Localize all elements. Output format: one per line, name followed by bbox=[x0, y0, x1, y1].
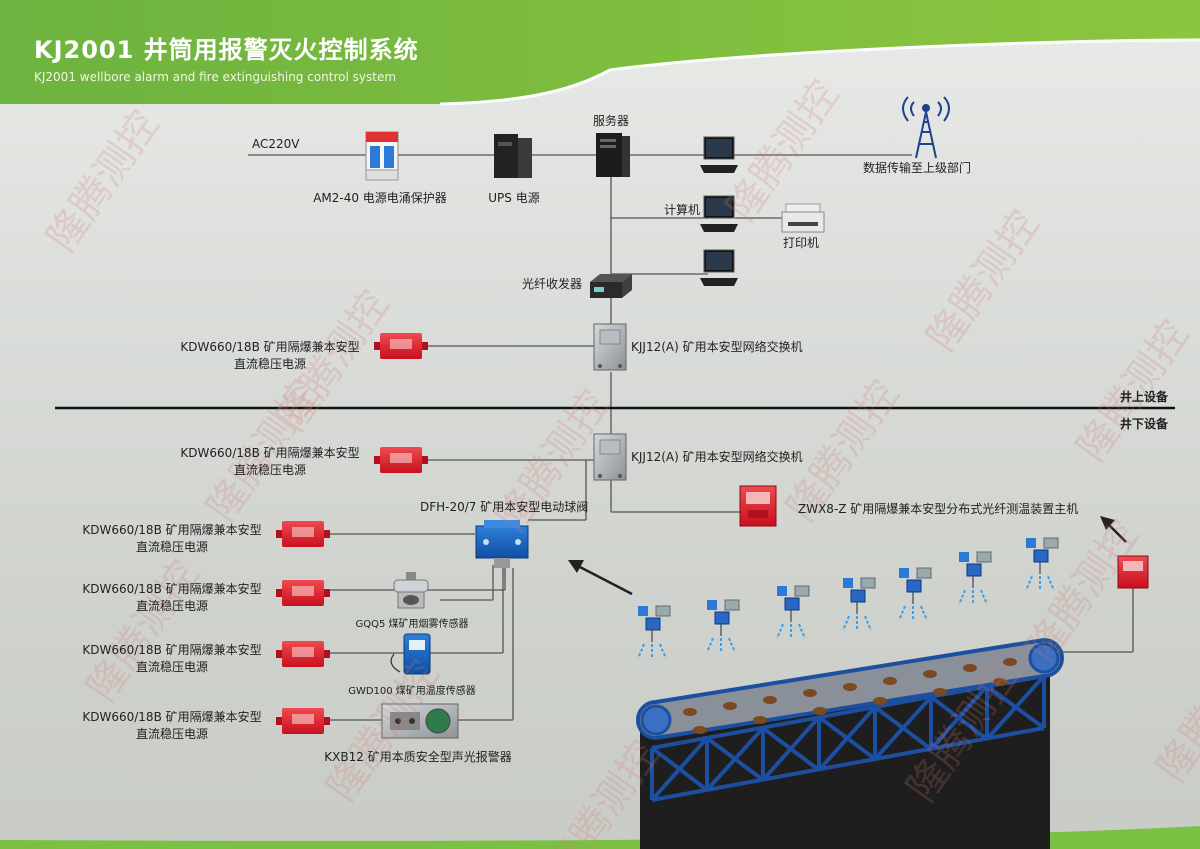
printer-label: 打印机 bbox=[782, 236, 820, 250]
smoke-sensor-label: GQQ5 煤矿用烟雾传感器 bbox=[355, 619, 469, 630]
power-supply-device-5 bbox=[276, 641, 330, 667]
fiber-converter-device bbox=[590, 274, 632, 298]
above-ground-label: 井上设备 bbox=[1120, 390, 1169, 404]
network-switch-bottom-device bbox=[593, 433, 627, 481]
spray-nozzle-4 bbox=[842, 577, 876, 631]
power5-label-line2: 直流稳压电源 bbox=[135, 660, 209, 674]
power3-label: KDW660/18B 矿用隔爆兼本安型 bbox=[82, 523, 262, 537]
ac-power-label: AC220V bbox=[252, 137, 300, 151]
computer-device-3 bbox=[700, 249, 738, 286]
surge-protector-device bbox=[365, 131, 399, 181]
ups-label: UPS 电源 bbox=[488, 191, 540, 205]
power1-label: KDW660/18B 矿用隔爆兼本安型 bbox=[180, 340, 360, 354]
switch-top-label: KJJ12(A) 矿用本安型网络交换机 bbox=[631, 340, 803, 354]
power3-label-line2: 直流稳压电源 bbox=[135, 540, 209, 554]
temperature-sensor-device bbox=[390, 633, 431, 675]
computer-device-2 bbox=[700, 195, 738, 232]
zwx-host-label: ZWX8-Z 矿用隔爆兼本安型分布式光纤测温装置主机 bbox=[798, 502, 1079, 516]
power-supply-device-4 bbox=[276, 580, 330, 606]
surge-protector-label: AM2-40 电源电涌保护器 bbox=[313, 191, 447, 205]
network-switch-top-device bbox=[593, 323, 627, 371]
spray-nozzle-6 bbox=[958, 551, 992, 605]
fiber-converter-label: 光纤收发器 bbox=[522, 277, 583, 291]
spray-nozzle-3 bbox=[776, 585, 810, 639]
power4-label-line2: 直流稳压电源 bbox=[135, 599, 209, 613]
power5-label: KDW660/18B 矿用隔爆兼本安型 bbox=[82, 643, 262, 657]
spray-nozzle-2 bbox=[706, 599, 740, 653]
spray-nozzle-7 bbox=[1025, 537, 1059, 591]
fiber-temperature-remote-device bbox=[1117, 555, 1149, 589]
spray-nozzle-group bbox=[637, 537, 1059, 659]
power4-label: KDW660/18B 矿用隔爆兼本安型 bbox=[82, 582, 262, 596]
wiring bbox=[248, 154, 1134, 721]
ups-device bbox=[494, 134, 532, 178]
page-subtitle: KJ2001 wellbore alarm and fire extinguis… bbox=[34, 70, 397, 84]
computer-device-1 bbox=[700, 136, 738, 173]
server-device bbox=[596, 133, 630, 177]
antenna-icon bbox=[902, 96, 950, 159]
power2-label: KDW660/18B 矿用隔爆兼本安型 bbox=[180, 446, 360, 460]
uplink-label: 数据传输至上级部门 bbox=[862, 161, 972, 175]
below-ground-label: 井下设备 bbox=[1120, 417, 1169, 431]
electric-valve-device bbox=[475, 520, 529, 568]
page-title: KJ2001 井筒用报警灭火控制系统 bbox=[34, 36, 419, 64]
spray-nozzle-1 bbox=[637, 605, 671, 659]
power-supply-device-1 bbox=[374, 333, 428, 359]
switch-bottom-label: KJJ12(A) 矿用本安型网络交换机 bbox=[631, 450, 803, 464]
server-label: 服务器 bbox=[592, 114, 630, 128]
conveyor-idlers bbox=[683, 658, 1017, 734]
pointer-arrows bbox=[568, 516, 1127, 596]
alarm-label: KXB12 矿用本质安全型声光报警器 bbox=[324, 750, 512, 764]
temperature-sensor-label: GWD100 煤矿用温度传感器 bbox=[348, 686, 476, 697]
fiber-temperature-host-device bbox=[739, 485, 777, 527]
header-band bbox=[0, 0, 1200, 104]
power6-label-line2: 直流稳压电源 bbox=[135, 727, 209, 741]
sound-light-alarm-device bbox=[381, 703, 459, 739]
power1-label-line2: 直流稳压电源 bbox=[233, 357, 307, 371]
power-supply-device-2 bbox=[374, 447, 428, 473]
header-band-edge bbox=[439, 38, 1200, 106]
printer-device bbox=[781, 203, 825, 233]
valve-label: DFH-20/7 矿用本安型电动球阀 bbox=[420, 500, 589, 514]
conveyor-belt bbox=[636, 637, 1064, 802]
power-supply-device-6 bbox=[276, 708, 330, 734]
computer-label: 计算机 bbox=[664, 203, 701, 217]
spray-nozzle-5 bbox=[898, 567, 932, 621]
power2-label-line2: 直流稳压电源 bbox=[233, 463, 307, 477]
smoke-sensor-device bbox=[393, 572, 429, 609]
power6-label: KDW660/18B 矿用隔爆兼本安型 bbox=[82, 710, 262, 724]
power-supply-device-3 bbox=[276, 521, 330, 547]
